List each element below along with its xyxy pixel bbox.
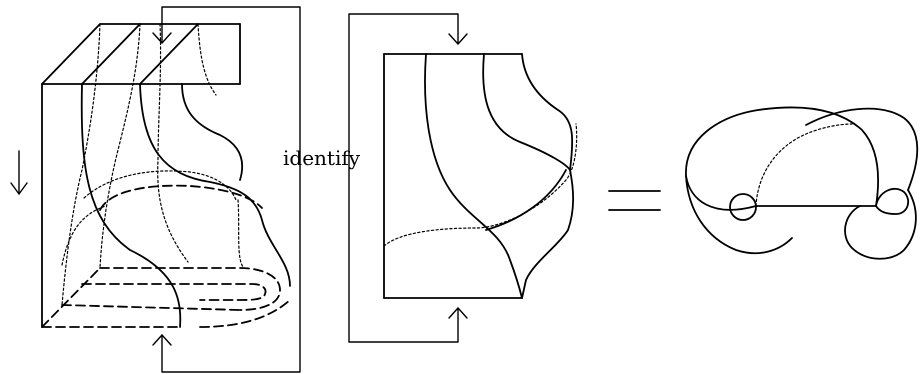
equals-sign bbox=[608, 190, 661, 211]
arrow-down-icon bbox=[448, 33, 468, 45]
box-dotted-curves bbox=[61, 23, 245, 306]
middle-square-panel bbox=[348, 13, 578, 343]
box-solid-curves bbox=[80, 83, 291, 328]
knot-upper-right-loop bbox=[805, 107, 919, 191]
arrow-up-icon bbox=[152, 334, 172, 346]
left-identify-bracket bbox=[152, 6, 301, 373]
arrow-up-icon bbox=[448, 307, 468, 319]
arrow-down-icon bbox=[152, 32, 172, 44]
square-solid-curves bbox=[424, 53, 571, 299]
knot-outer-left-loop bbox=[685, 106, 880, 211]
knot-lower-right-loop bbox=[844, 189, 917, 260]
direction-arrow-down-icon bbox=[10, 150, 28, 195]
square-frame bbox=[383, 53, 575, 299]
knot-small-loop-right bbox=[875, 187, 910, 215]
box-dashed-loop bbox=[41, 184, 291, 328]
knot-small-circle-left bbox=[729, 193, 757, 221]
knot-bottom-arc bbox=[685, 175, 793, 255]
square-dotted-curves bbox=[383, 123, 578, 247]
knot-dotted-crossing bbox=[755, 123, 853, 207]
knot-panel bbox=[685, 106, 919, 260]
left-box-panel bbox=[10, 6, 301, 373]
identify-label: identify bbox=[283, 146, 361, 170]
box-frame bbox=[41, 23, 241, 328]
middle-identify-bracket bbox=[348, 13, 468, 343]
